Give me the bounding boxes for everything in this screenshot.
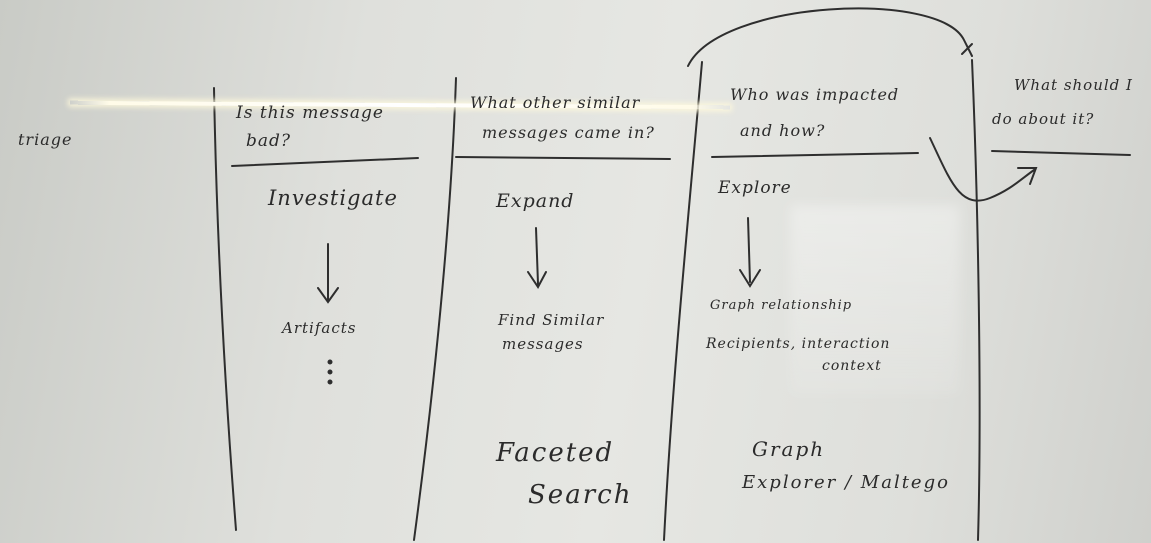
col2-question-line1: What other similar xyxy=(470,93,641,112)
col3-question-line1: Who was impacted xyxy=(730,85,900,104)
col2-question-line2: messages came in? xyxy=(482,123,655,142)
arch xyxy=(687,7,973,67)
col2-action: Expand xyxy=(496,190,575,212)
divider-4 xyxy=(971,59,981,541)
arch-hook xyxy=(961,43,973,55)
divider-3 xyxy=(663,61,703,541)
window-reflection xyxy=(790,205,960,395)
underline-1 xyxy=(231,157,419,167)
divider-1 xyxy=(213,87,237,531)
arrow-down-1 xyxy=(317,243,339,304)
arrow-down-2 xyxy=(527,227,547,289)
left-label: triage xyxy=(18,130,73,149)
col3-tool-line2: Explorer / Maltego xyxy=(742,472,950,493)
col2-result-line2: messages xyxy=(502,335,584,353)
col2-result-line1: Find Similar xyxy=(498,311,605,329)
underline-3 xyxy=(711,152,919,158)
col3-tool-line1: Graph xyxy=(752,437,826,461)
divider-2 xyxy=(413,77,457,541)
col1-question-line1: Is this message xyxy=(236,103,384,123)
col3-result-line1: Graph relationship xyxy=(710,298,853,313)
col4-question-line2: do about it? xyxy=(992,110,1095,128)
col3-question-line2: and how? xyxy=(740,121,826,140)
col3-action: Explore xyxy=(718,178,792,198)
col2-tool-line1: Faceted xyxy=(496,438,615,468)
col4-question-line1: What should I xyxy=(1014,76,1133,94)
col3-result-line2: Recipients, interaction xyxy=(706,336,891,352)
col2-tool-line2: Search xyxy=(528,480,633,510)
arrow-down-3 xyxy=(739,217,761,288)
col1-result: Artifacts xyxy=(282,319,357,337)
col1-question-line2: bad? xyxy=(246,131,292,151)
curved-arrow xyxy=(929,137,1038,202)
underline-2 xyxy=(455,156,671,160)
col1-action: Investigate xyxy=(268,186,398,210)
col3-result-line3: context xyxy=(822,358,882,374)
underline-4 xyxy=(991,150,1131,156)
